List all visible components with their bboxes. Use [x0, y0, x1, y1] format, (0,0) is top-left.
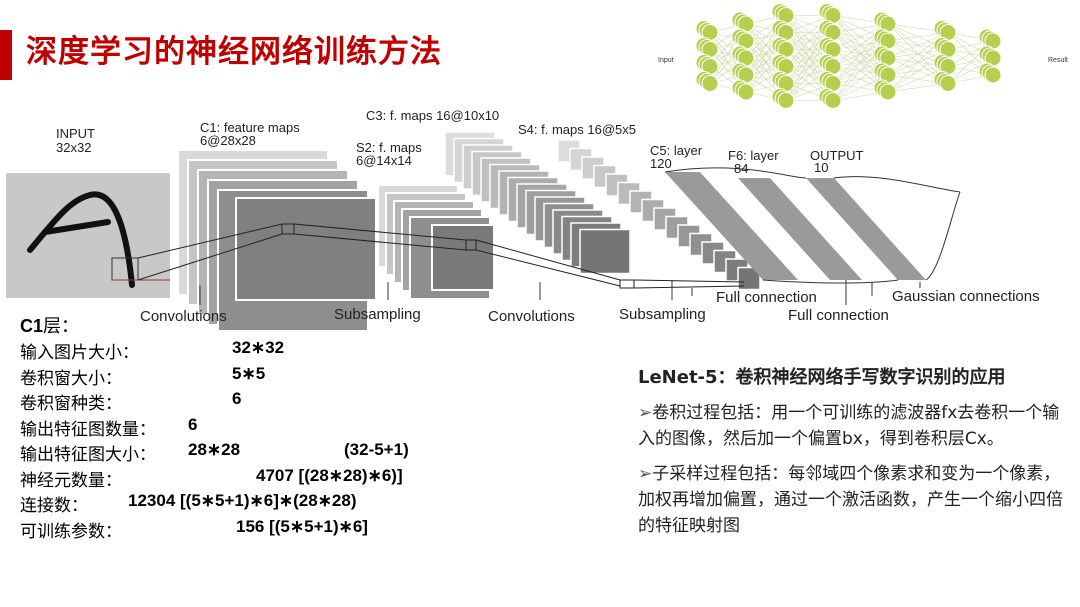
- input-image: [6, 173, 170, 298]
- bullet-arrow-icon: ➢: [638, 464, 653, 484]
- c5-layer-band: [665, 172, 798, 280]
- nn-node: [939, 75, 957, 92]
- description-bullet: ➢卷积过程包括：用一个可训练的滤波器fx去卷积一个输入的图像，然后加一个偏置bx…: [638, 403, 1060, 449]
- parameter-row: 输入图片大小：: [20, 338, 139, 363]
- parameter-value: 5∗5: [232, 363, 266, 383]
- feature-map: [737, 266, 761, 291]
- parameter-value: 28∗28: [188, 440, 241, 459]
- c1-size-label: 6@28x28: [200, 133, 256, 148]
- op-subsampling-1: Subsampling: [334, 306, 421, 323]
- lenet5-heading: LeNet-5：卷积神经网络手写数字识别的应用: [638, 367, 1006, 388]
- feature-map: [579, 228, 631, 275]
- output-size-label: 10: [814, 160, 828, 175]
- nn-nodes: [695, 3, 1002, 109]
- f6-layer-band: [738, 178, 862, 280]
- slide-title: 深度学习的神经网络训练方法: [26, 34, 442, 70]
- description-bullets: ➢卷积过程包括：用一个可训练的滤波器fx去卷积一个输入的图像，然后加一个偏置bx…: [638, 400, 1068, 539]
- c5-size-label: 120: [650, 156, 672, 171]
- s4-label: S4: f. maps 16@5x5: [518, 122, 636, 137]
- parameter-row: 可训练参数：: [20, 517, 122, 542]
- parameter-label: 卷积窗种类：: [20, 394, 122, 414]
- nn-result-label: Result: [1048, 57, 1068, 64]
- handwritten-a-stroke: [27, 191, 135, 288]
- parameter-row: 神经元数量：: [20, 466, 122, 491]
- c3-feature-maps: [444, 131, 631, 275]
- nn-node: [824, 92, 842, 109]
- parameter-row: 输出特征图数量：: [20, 415, 156, 440]
- parameter-value: 4707 [(28∗28)∗6)]: [256, 465, 403, 485]
- handwritten-a-crossbar: [42, 219, 111, 235]
- lenet5-architecture-diagram: INPUT 32x32 C1: feature maps 6@28x28 S2:…: [6, 108, 1040, 330]
- c5-label: C5: layer: [650, 143, 703, 158]
- parameter-formula: (32-5+1): [344, 440, 409, 459]
- parameter-label: 输出特征图大小：: [20, 445, 156, 465]
- title-accent-bar: [0, 30, 12, 80]
- parameter-row: 连接数：: [20, 491, 88, 516]
- parameter-label: 输出特征图数量：: [20, 419, 156, 440]
- parameter-value: 6: [232, 389, 242, 408]
- parameter-value: 32∗32: [232, 338, 285, 357]
- op-full-connection-1: Full connection: [716, 289, 817, 306]
- input-label: INPUT: [56, 126, 95, 141]
- parameter-label: 连接数：: [20, 496, 88, 516]
- parameter-label: 神经元数量：: [20, 470, 122, 491]
- parameter-row: 卷积窗种类：: [20, 389, 122, 414]
- nn-node: [701, 75, 719, 92]
- nn-input-label: Input: [658, 57, 674, 64]
- bullet-arrow-icon: ➢: [638, 403, 653, 423]
- c1-label: C1: feature maps: [200, 120, 300, 135]
- c1-parameters-panel: C1层： 输入图片大小： 32∗32 卷积窗大小： 5∗5 卷积窗种类： 6 输出特征图数量…: [20, 312, 620, 552]
- neural-network-illustration: Input Result: [658, 3, 1068, 109]
- nn-node: [737, 83, 755, 101]
- s2-feature-maps: [377, 184, 495, 300]
- op-gaussian-connections: Gaussian connections: [892, 288, 1040, 305]
- output-layer-band: [806, 178, 926, 280]
- s4-feature-maps: [557, 139, 761, 291]
- parameter-label: 可训练参数：: [20, 521, 122, 542]
- parameter-label: 输入图片大小：: [20, 343, 139, 363]
- lenet5-description: LeNet-5：卷积神经网络手写数字识别的应用 ➢卷积过程包括：用一个可训练的滤…: [638, 365, 1068, 539]
- parameter-value: 6: [188, 414, 198, 434]
- f6-size-label: 84: [734, 161, 748, 176]
- op-subsampling-2: Subsampling: [619, 306, 706, 323]
- description-bullet: ➢子采样过程包括：每邻域四个像素求和变为一个像素，加权再增加偏置，通过一个激活函…: [638, 464, 1063, 536]
- parameter-row: 输出特征图大小：: [20, 440, 156, 465]
- input-size-label: 32x32: [56, 140, 91, 155]
- c1-feature-maps: [177, 149, 377, 330]
- parameter-row: 卷积窗大小：: [20, 364, 122, 389]
- op-full-connection-2: Full connection: [788, 307, 889, 324]
- parameter-value: 12304 [(5∗5+1)∗6]∗(28∗28): [128, 491, 357, 510]
- nn-node: [984, 66, 1002, 84]
- parameter-value: 156 [(5∗5+1)∗6]: [236, 516, 368, 536]
- c1-heading: C1层：: [20, 316, 80, 337]
- op-convolutions-2: Convolutions: [488, 308, 575, 325]
- s2-label: S2: f. maps: [356, 140, 422, 155]
- nn-node: [777, 92, 795, 109]
- nn-node: [879, 83, 897, 101]
- parameter-label: 卷积窗大小：: [20, 368, 122, 389]
- output-label: OUTPUT: [810, 148, 864, 163]
- s2-size-label: 6@14x14: [356, 153, 412, 168]
- op-convolutions-1: Convolutions: [140, 308, 227, 325]
- c3-label: C3: f. maps 16@10x10: [366, 108, 499, 123]
- f6-label: F6: layer: [728, 148, 779, 163]
